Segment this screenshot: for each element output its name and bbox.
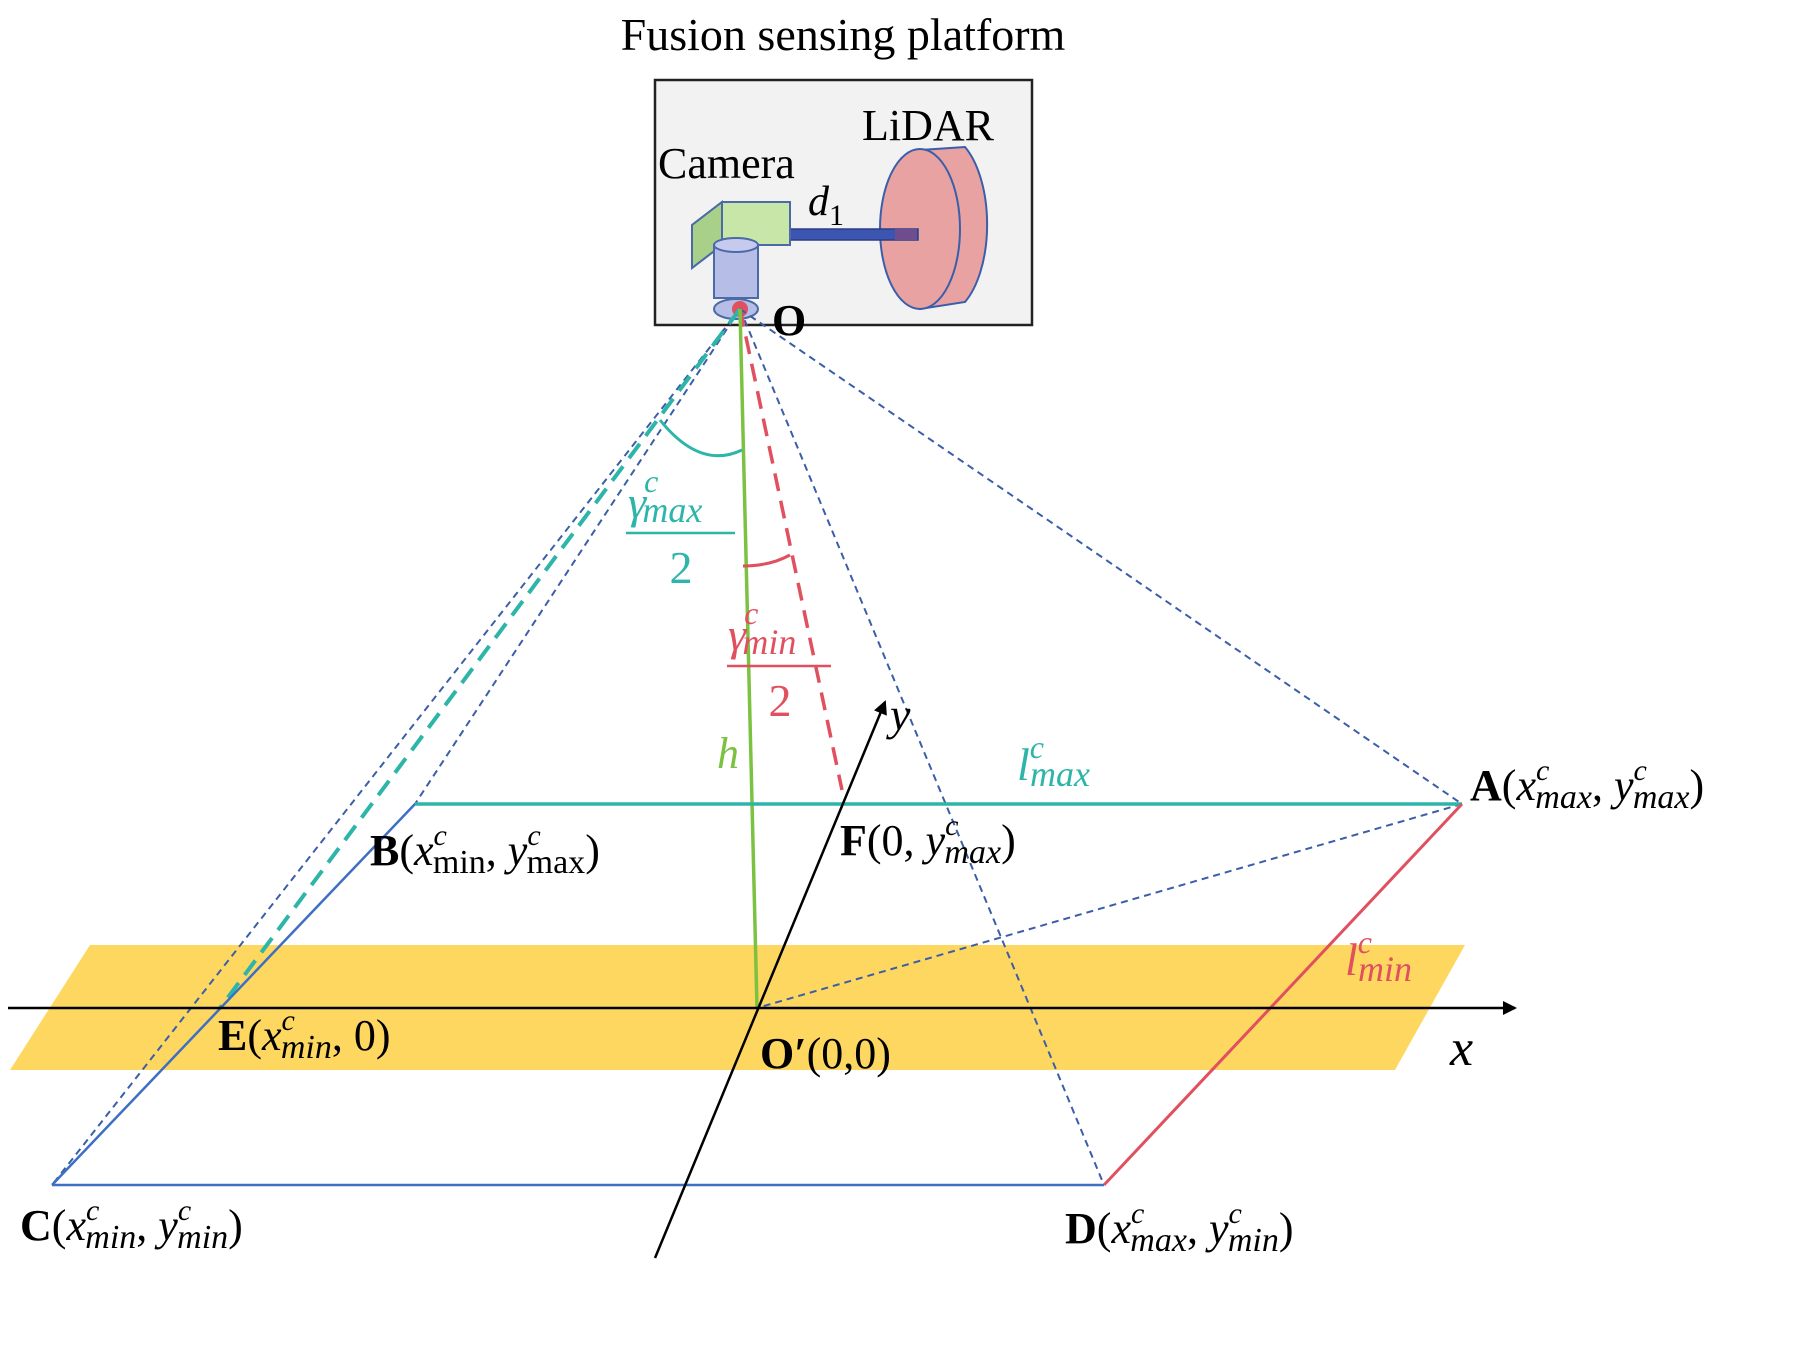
y-axis	[653, 700, 887, 1259]
point-o-prime-label: O′(0,0)	[760, 1029, 891, 1078]
gamma-max-arc	[658, 419, 743, 458]
edge-OB	[414, 308, 741, 805]
edge-BC	[51, 803, 416, 1186]
height-label: h	[717, 729, 739, 778]
camera-icon	[691, 199, 791, 320]
teal-dashed-OE	[218, 307, 742, 1010]
gamma-min-arc	[742, 553, 791, 568]
edge-OD	[739, 308, 1105, 1186]
l-min-line	[1102, 802, 1464, 1187]
baseline-rod-end	[895, 229, 917, 240]
edge-AOprime	[756, 803, 1463, 1009]
diagram-title: Fusion sensing platform	[621, 9, 1066, 60]
lidar-icon	[879, 145, 989, 311]
edge-OA	[739, 308, 1463, 805]
edge-OC	[51, 308, 741, 1186]
camera-label: Camera	[658, 139, 795, 188]
x-axis-label: x	[1449, 1020, 1473, 1077]
height-line	[738, 308, 759, 1009]
d1-label: d1	[808, 179, 844, 232]
y-axis-label: y	[886, 689, 911, 740]
gamma-max-denominator: 2	[670, 542, 693, 593]
gamma-min-denominator: 2	[769, 675, 792, 726]
red-dashed-OF	[738, 308, 844, 791]
lidar-label: LiDAR	[862, 101, 995, 150]
origin-o-label: O	[772, 296, 806, 345]
